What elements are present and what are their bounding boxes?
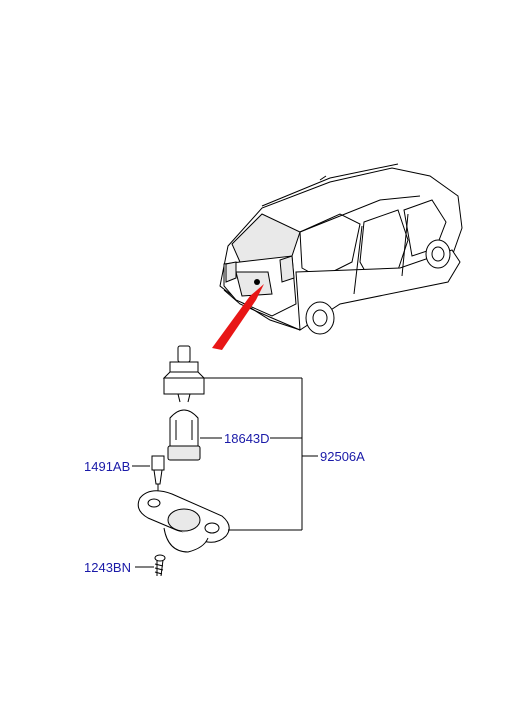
leader-lines bbox=[132, 377, 318, 568]
lamp-socket bbox=[162, 345, 206, 403]
label-bulb: 18643D bbox=[224, 431, 270, 446]
bulb-icon bbox=[167, 409, 201, 461]
label-assembly: 92506A bbox=[320, 449, 365, 464]
label-screw: 1243BN bbox=[84, 560, 131, 575]
lamp-housing bbox=[137, 490, 230, 553]
car-rear-view-icon bbox=[219, 163, 463, 335]
screw-icon bbox=[154, 554, 166, 577]
label-clip: 1491AB bbox=[84, 459, 130, 474]
clip-icon bbox=[151, 455, 165, 500]
red-arrow-icon bbox=[212, 284, 264, 350]
